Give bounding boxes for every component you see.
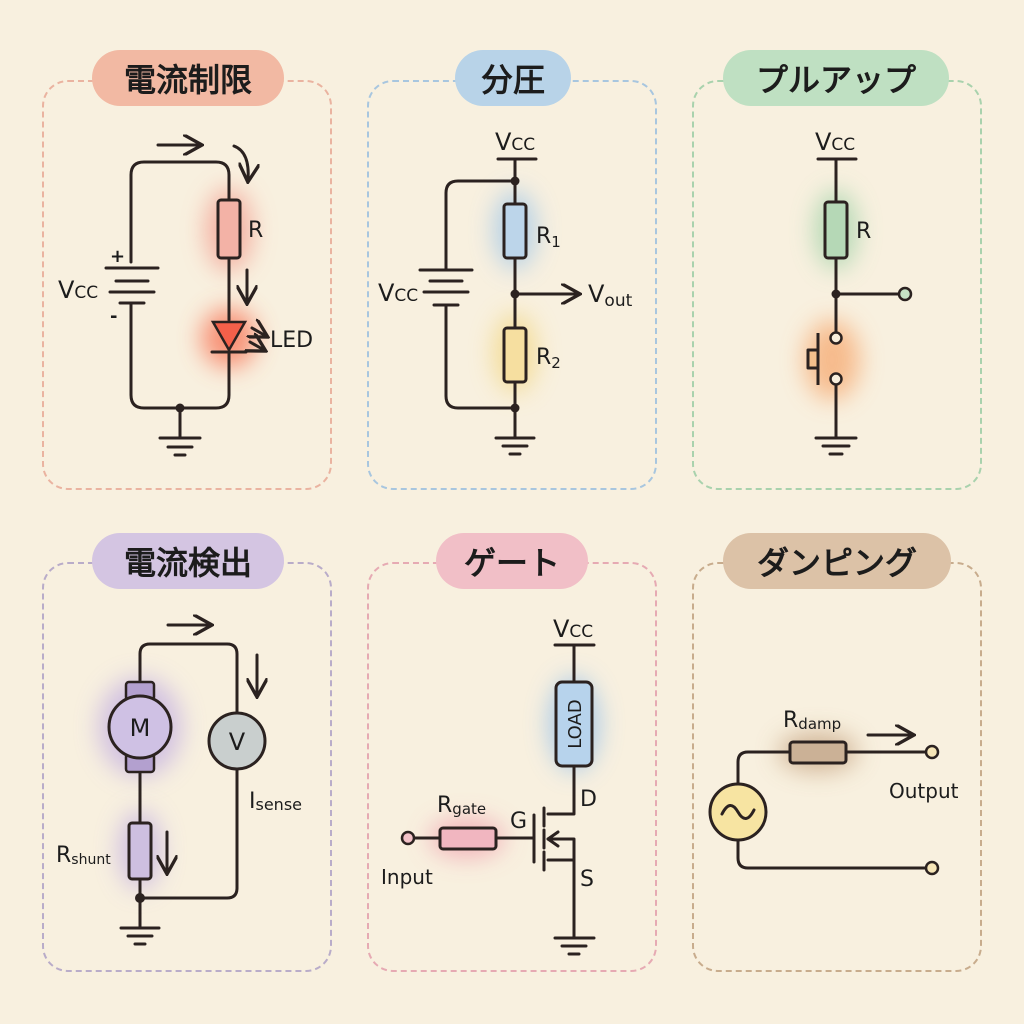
sense-loop [138, 642, 239, 900]
label-vcc: VCC [58, 276, 98, 304]
voltmeter-label: V [229, 728, 246, 756]
ground-symbol [119, 926, 161, 946]
label-r1: R1 [536, 224, 561, 251]
output-terminal[interactable] [897, 286, 913, 302]
mosfet-arrow [546, 830, 560, 848]
load-label: LOAD [565, 699, 586, 748]
label-vcc: VCC [553, 615, 593, 643]
ground-symbol [553, 936, 596, 956]
mosfet-body [546, 837, 576, 940]
label-r2: R2 [536, 345, 561, 372]
label-vcc-top: VCC [495, 128, 535, 156]
current-arrow-curve [232, 144, 248, 180]
circuit-damping: Rdamp Output [708, 708, 959, 876]
ground-node [135, 893, 145, 903]
motor-label: M [130, 714, 151, 742]
voltmeter-body [207, 711, 267, 771]
label-output: Output [889, 779, 959, 803]
label-led: LED [270, 328, 313, 353]
resistor [216, 198, 242, 260]
circuit-voltage-divider: VCC VCC R1 R2 Vout [378, 128, 633, 456]
resistor [823, 200, 849, 260]
label-vout: Vout [588, 280, 633, 311]
title-voltage-divider: 分圧 [455, 50, 571, 106]
label-source: S [580, 867, 594, 892]
circuit-gate: LOAD VCC D G S Rgate Input [381, 615, 600, 956]
node-top [510, 176, 520, 186]
vcc-rail [816, 157, 858, 440]
input-terminal[interactable] [400, 830, 416, 846]
led-triangle [210, 320, 248, 353]
node-bottom [510, 403, 520, 413]
label-rshunt: Rshunt [56, 843, 111, 868]
ground-symbol [494, 436, 536, 456]
ground-symbol [158, 406, 202, 457]
title-gate: ゲート [436, 533, 588, 589]
gate-resistor [438, 826, 498, 851]
switch-contact-bottom [829, 372, 843, 386]
circuit-current-sense: M V Isense Rshunt [56, 625, 302, 946]
resistor-r2 [502, 326, 528, 384]
title-current-sense: 電流検出 [92, 533, 284, 589]
label-vcc: VCC [815, 128, 855, 156]
vcc-rail [546, 643, 596, 816]
battery-loop [444, 179, 517, 410]
damping-resistor [788, 740, 848, 765]
title-pull-up: プルアップ [723, 50, 949, 106]
output-terminal-top[interactable] [924, 744, 940, 760]
label-isense: Isense [249, 789, 302, 814]
label-input: Input [381, 865, 433, 889]
label-minus: - [110, 306, 117, 327]
label-drain: D [580, 787, 597, 812]
output-terminal-bottom[interactable] [924, 860, 940, 876]
label-plus: + [110, 246, 125, 267]
circuit-current-limit: + - VCC R LED [58, 144, 313, 457]
load [554, 680, 594, 768]
led-emit-2 [250, 342, 264, 350]
switch-contact-top [829, 331, 843, 345]
shunt-resistor [127, 821, 153, 881]
label-vcc-battery: VCC [378, 279, 418, 307]
sine-wave-icon [720, 804, 756, 820]
ground-symbol [814, 436, 858, 456]
label-gate: G [510, 809, 527, 834]
switch-button [806, 333, 820, 385]
label-rdamp: Rdamp [783, 708, 841, 733]
title-damping: ダンピング [723, 533, 951, 589]
circuit-pull-up: VCC R [804, 128, 913, 456]
label-resistor: R [248, 218, 263, 243]
resistor-r1 [502, 202, 528, 260]
top-wire [736, 750, 929, 787]
title-current-limit: 電流制限 [92, 50, 284, 106]
label-resistor: R [856, 219, 871, 244]
bottom-wire [736, 838, 929, 870]
motor-body [107, 694, 173, 760]
label-rgate: Rgate [437, 793, 486, 818]
